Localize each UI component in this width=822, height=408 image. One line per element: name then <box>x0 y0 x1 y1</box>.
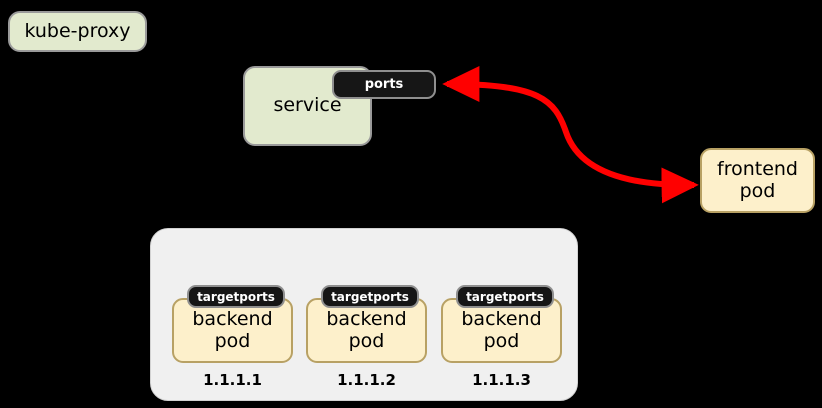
backend-pod-2-label: backend pod <box>326 308 407 352</box>
backend-pod-3-label: backend pod <box>461 308 542 352</box>
badge-targetports-2-label: targetports <box>331 289 409 304</box>
red-arrow-ports-frontend <box>442 66 699 204</box>
ip-label-pod-1: 1.1.1.1 <box>172 371 293 389</box>
node-backend-pod-3[interactable]: backend pod <box>441 298 562 363</box>
kube-proxy-label: kube-proxy <box>24 19 131 42</box>
badge-targetports-2[interactable]: targetports <box>321 285 419 308</box>
badge-targetports-1-label: targetports <box>197 289 275 304</box>
ip-label-pod-3: 1.1.1.3 <box>441 371 562 389</box>
ip-label-pod-3-text: 1.1.1.3 <box>472 371 531 389</box>
ip-label-pod-1-text: 1.1.1.1 <box>203 371 262 389</box>
badge-ports-label: ports <box>364 77 404 92</box>
backend-pod-1-label: backend pod <box>192 308 273 352</box>
frontend-pod-label: frontend pod <box>717 158 798 202</box>
badge-ports[interactable]: ports <box>332 70 436 99</box>
node-backend-pod-2[interactable]: backend pod <box>306 298 427 363</box>
node-frontend-pod[interactable]: frontend pod <box>700 148 815 213</box>
badge-targetports-3-label: targetports <box>466 289 544 304</box>
ip-label-pod-2: 1.1.1.2 <box>306 371 427 389</box>
node-kube-proxy[interactable]: kube-proxy <box>8 11 147 52</box>
badge-targetports-3[interactable]: targetports <box>456 285 554 308</box>
ip-label-pod-2-text: 1.1.1.2 <box>337 371 396 389</box>
badge-targetports-1[interactable]: targetports <box>187 285 285 308</box>
service-label: service <box>273 94 342 117</box>
